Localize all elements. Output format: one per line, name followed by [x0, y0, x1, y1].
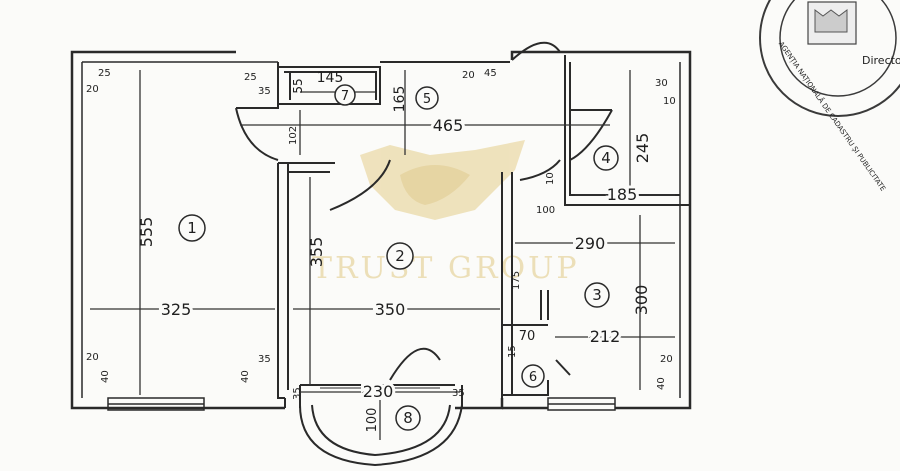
- main-dimensions: 555 325 350 355 465 165 245 185 290 300 …: [137, 70, 652, 432]
- room-5-marker: [415, 86, 439, 110]
- room-4-marker: [593, 145, 619, 171]
- room-2-marker: [386, 242, 414, 270]
- dim-room2-height: 355: [307, 237, 326, 268]
- interior-walls: [236, 55, 690, 399]
- balcony: [299, 384, 463, 467]
- room-markers: [178, 84, 619, 431]
- dim-small: 35: [258, 354, 271, 365]
- room-1-marker: [178, 214, 206, 242]
- dim-small: 102: [288, 126, 299, 145]
- official-stamp: Director AGENȚIA NAȚIONALĂ DE CADASTRU Ș…: [759, 0, 900, 193]
- dim-small: 45: [484, 68, 497, 79]
- dim-room6-width: 70: [519, 329, 536, 344]
- dim-room7-height: 55: [291, 78, 305, 93]
- dim-small: 15: [507, 345, 518, 358]
- dim-small: 30: [655, 78, 668, 89]
- dim-small: 35: [452, 388, 465, 399]
- room-3-number: 3: [592, 286, 602, 304]
- room-5-number: 5: [423, 92, 431, 107]
- dim-room6-length: 212: [590, 327, 621, 346]
- dim-room1-width: 325: [161, 300, 192, 319]
- room-6-marker: [521, 364, 545, 388]
- dim-small: 35: [292, 387, 303, 400]
- watermark-text: TRUST GROUP: [312, 251, 580, 286]
- dim-small: 10: [663, 96, 676, 107]
- dim-small: 40: [100, 370, 111, 383]
- dim-room1-height: 555: [137, 217, 156, 248]
- dim-balcony-depth: 100: [365, 408, 380, 433]
- room-3-marker: [584, 282, 610, 308]
- dim-balcony-width: 230: [363, 382, 394, 401]
- dim-room7-width: 145: [317, 70, 344, 86]
- doors: [235, 41, 613, 408]
- dim-small: 40: [240, 370, 251, 383]
- dim-room4-width: 185: [607, 185, 638, 204]
- dim-small: 25: [98, 68, 111, 79]
- dim-small: 10: [545, 172, 556, 185]
- room-6-number: 6: [529, 370, 537, 385]
- room-7-number: 7: [341, 89, 349, 104]
- room-7-marker: [334, 84, 356, 106]
- dim-small: 20: [660, 354, 673, 365]
- exterior-walls: [70, 50, 692, 410]
- dim-hall-height: 165: [392, 86, 408, 113]
- windows: [107, 397, 616, 411]
- dim-room3-height: 300: [632, 285, 651, 316]
- room-8-marker: [395, 405, 421, 431]
- room-2-number: 2: [395, 247, 405, 265]
- dim-small: 35: [258, 86, 271, 97]
- stamp-inner-text: Director: [862, 54, 900, 67]
- dim-room2-width: 350: [375, 300, 406, 319]
- watermark-logo: [360, 140, 525, 220]
- dim-small: 175: [511, 271, 522, 290]
- corner-dimensions: 25 20 25 35 20 40 40 35 102 20 45 30 10 …: [86, 68, 676, 400]
- dim-room4-height: 245: [633, 133, 652, 164]
- dim-small: 20: [462, 70, 475, 81]
- dim-small: 100: [536, 205, 555, 216]
- dim-room3-width: 290: [575, 234, 606, 253]
- dimension-lines: [90, 70, 675, 440]
- dim-small: 40: [656, 377, 667, 390]
- dim-small: 20: [86, 352, 99, 363]
- dim-small: 25: [244, 72, 257, 83]
- room-numbers: 1 2 3 4 5 6 7 8: [187, 89, 611, 427]
- room-4-number: 4: [601, 149, 611, 167]
- room-8-number: 8: [403, 409, 413, 427]
- dim-hall-width: 465: [433, 116, 464, 135]
- room-1-number: 1: [187, 219, 197, 237]
- dim-small: 20: [86, 84, 99, 95]
